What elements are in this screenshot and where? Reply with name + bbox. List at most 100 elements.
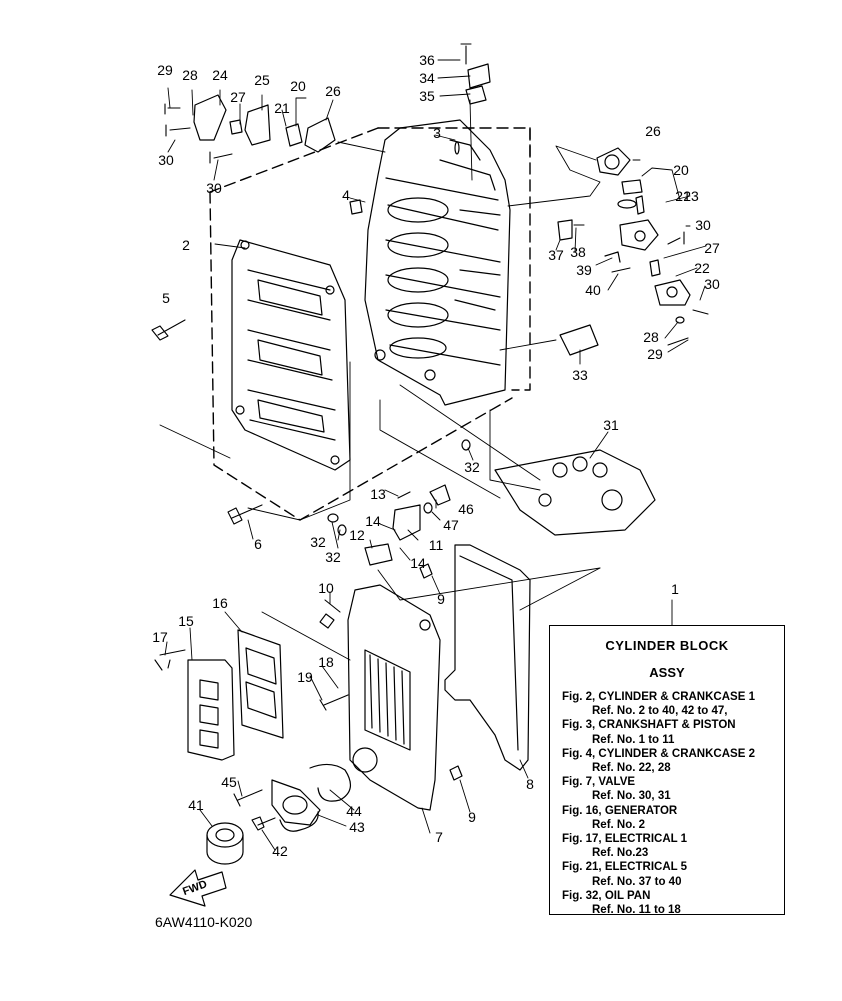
callout-27-left: 27 (230, 89, 246, 105)
reference-line: Fig. 32, OIL PAN (562, 889, 651, 902)
callout-21-left: 21 (274, 100, 290, 116)
callout-37: 37 (548, 247, 564, 263)
callout-17: 17 (152, 629, 168, 645)
callout-14-upper: 14 (365, 513, 381, 529)
reference-line: Ref. No. 22, 28 (592, 762, 671, 775)
reference-line: Fig. 17, ELECTRICAL 1 (562, 833, 688, 846)
callout-28-left: 28 (182, 67, 198, 83)
callout-29-left: 29 (157, 62, 173, 78)
exhaust-cover-gasket (444, 544, 531, 771)
callout-31: 31 (603, 417, 619, 433)
water-joint (654, 279, 691, 306)
callout-23: 23 (683, 188, 699, 204)
callout-26-right: 26 (645, 123, 661, 139)
callout-46: 46 (458, 501, 474, 517)
callout-22: 22 (694, 260, 710, 276)
reference-line: Fig. 16, GENERATOR (562, 804, 678, 817)
callout-44: 44 (346, 803, 362, 819)
bolt-set (151, 43, 709, 831)
callout-36: 36 (419, 52, 435, 68)
leader-lines (159, 59, 707, 851)
reference-line: Ref. No. 2 (592, 818, 646, 831)
callout-9-lower: 9 (468, 809, 476, 825)
callout-29-right: 29 (647, 346, 663, 362)
reference-box-title: CYLINDER BLOCK (605, 638, 729, 653)
reference-line: Ref. No.23 (592, 847, 649, 860)
callout-47: 47 (443, 517, 459, 533)
callout-16: 16 (212, 595, 228, 611)
callout-7: 7 (435, 829, 443, 845)
oil-filter (206, 822, 244, 865)
callout-33: 33 (572, 367, 588, 383)
reference-line: Ref. No. 11 to 18 (592, 904, 681, 917)
callout-38: 38 (570, 244, 586, 260)
thermostat-cover-gasket (596, 147, 631, 176)
water-jacket-cover (347, 584, 441, 811)
callout-26-left: 26 (325, 83, 341, 99)
exhaust-plate (187, 659, 235, 761)
reference-line: Fig. 2, CYLINDER & CRANKCASE 1 (562, 691, 755, 703)
callout-5: 5 (162, 290, 170, 306)
callout-30-left-lower: 30 (206, 180, 222, 196)
reference-line: Ref. No. 1 to 11 (592, 733, 675, 746)
cylinder-head-gasket (494, 449, 656, 536)
callout-14-lower: 14 (410, 555, 426, 571)
callout-15: 15 (178, 613, 194, 629)
crankcase-half (231, 239, 351, 471)
callout-27-right: 27 (704, 240, 720, 256)
callout-20-right: 20 (673, 162, 689, 178)
reference-line: Ref. No. 30, 31 (592, 790, 671, 803)
reference-box: CYLINDER BLOCK ASSY Fig. 2, CYLINDER & C… (549, 625, 785, 917)
exhaust-plate-gasket (237, 629, 284, 739)
callout-32-right: 32 (464, 459, 480, 475)
oil-filter-bracket (271, 779, 321, 832)
callout-13: 13 (370, 486, 386, 502)
drawing-code: 6AW4110-K020 (155, 914, 253, 930)
reference-line: Fig. 3, CRANKSHAFT & PISTON (562, 719, 736, 732)
reference-line: Ref. No. 2 to 40, 42 to 47, (592, 705, 728, 718)
small-parts (327, 63, 685, 781)
callout-43: 43 (349, 819, 365, 835)
dashed-assembly-outline (209, 127, 531, 521)
callout-32-lower: 32 (325, 549, 341, 565)
callout-12: 12 (349, 527, 365, 543)
callout-9-upper: 9 (437, 591, 445, 607)
callout-39: 39 (576, 262, 592, 278)
callout-24: 24 (212, 67, 228, 83)
callout-6: 6 (254, 536, 262, 552)
callout-4: 4 (342, 187, 350, 203)
reference-line: Fig. 21, ELECTRICAL 5 (562, 861, 688, 874)
callout-11: 11 (429, 537, 444, 553)
thermostat-group-left (193, 94, 336, 153)
callout-1: 1 (671, 581, 679, 597)
callout-2: 2 (182, 237, 190, 253)
callout-30-left-upper: 30 (158, 152, 174, 168)
callout-30-right-upper: 30 (695, 217, 711, 233)
callout-25: 25 (254, 72, 270, 88)
callout-30-right-lower: 30 (704, 276, 720, 292)
reference-box-subtitle: ASSY (649, 665, 685, 680)
callout-35: 35 (419, 88, 435, 104)
thermostat-cover (619, 219, 659, 251)
reference-line: Fig. 4, CYLINDER & CRANKCASE 2 (562, 747, 755, 760)
callout-42: 42 (272, 843, 288, 859)
callout-8: 8 (526, 776, 534, 792)
callout-45: 45 (221, 774, 237, 790)
callout-21-right: 21 (675, 188, 691, 204)
forward-arrow (169, 869, 227, 907)
bracket (559, 324, 599, 356)
cylinder-block (364, 119, 511, 406)
callout-20-left: 20 (290, 78, 306, 94)
callout-19: 19 (297, 669, 313, 685)
callout-18: 18 (318, 654, 334, 670)
callout-3: 3 (433, 125, 441, 141)
callout-28-right: 28 (643, 329, 659, 345)
callout-40: 40 (585, 282, 601, 298)
reference-line: Ref. No. 37 to 40 (592, 875, 682, 888)
callout-labels: 1 2 3 4 5 6 7 8 9 9 10 11 12 13 14 14 15… (152, 52, 720, 859)
reference-line: Fig. 7, VALVE (562, 776, 636, 789)
callout-34: 34 (419, 70, 435, 86)
thermostat (617, 179, 643, 209)
hose (309, 763, 351, 802)
